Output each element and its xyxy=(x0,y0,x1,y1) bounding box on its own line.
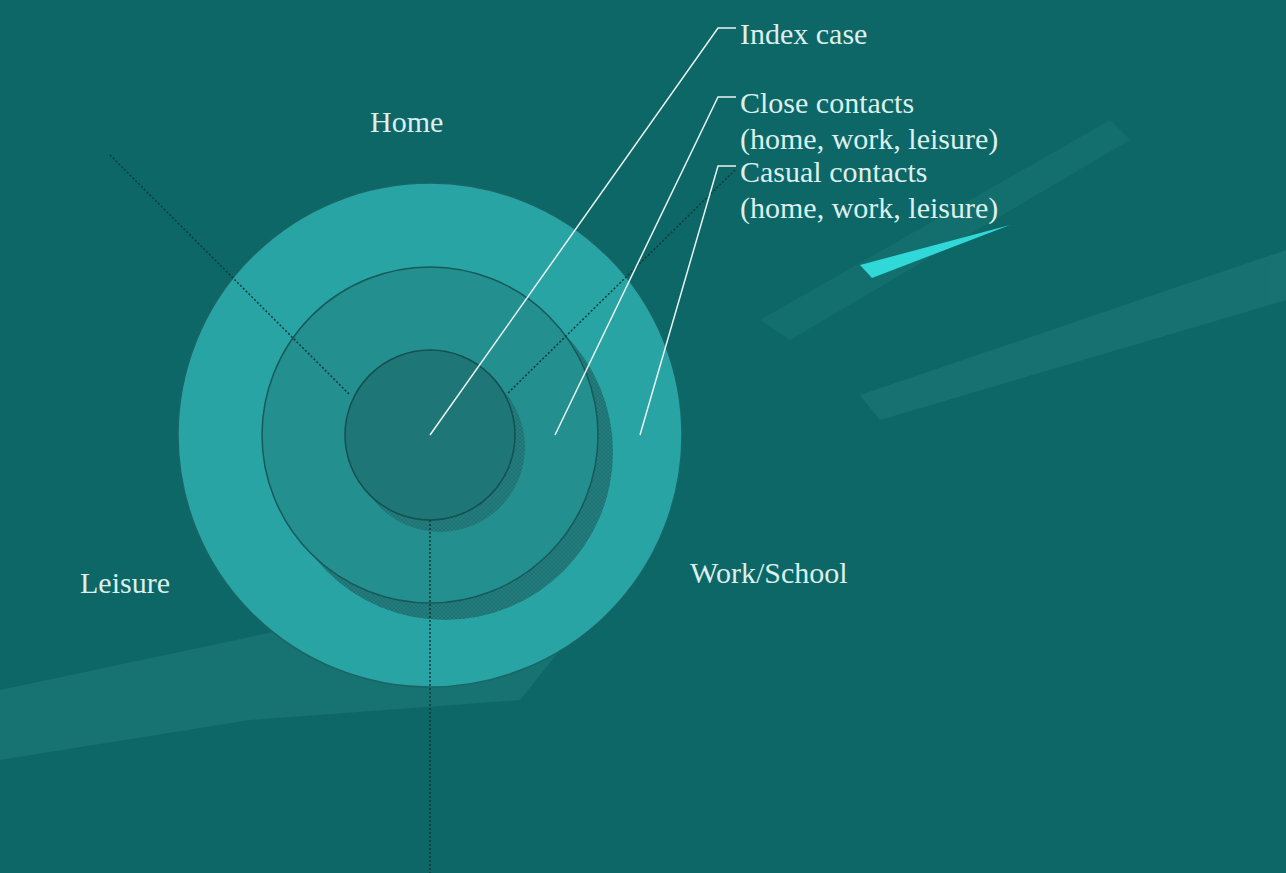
highlight-streak xyxy=(860,225,1010,278)
leader-lines xyxy=(430,28,736,435)
background-streaks xyxy=(0,120,1286,760)
callout-label: Casual contacts (home, work, leisure) xyxy=(740,154,1004,226)
sector-label: Home xyxy=(370,104,570,140)
sector-label: Work/School xyxy=(690,555,930,591)
sector-label: Leisure xyxy=(80,565,280,601)
callout-label: Index case xyxy=(740,16,1040,52)
callout-label: Close contacts (home, work, leisure) xyxy=(740,85,1004,157)
sector-dividers xyxy=(110,155,735,873)
